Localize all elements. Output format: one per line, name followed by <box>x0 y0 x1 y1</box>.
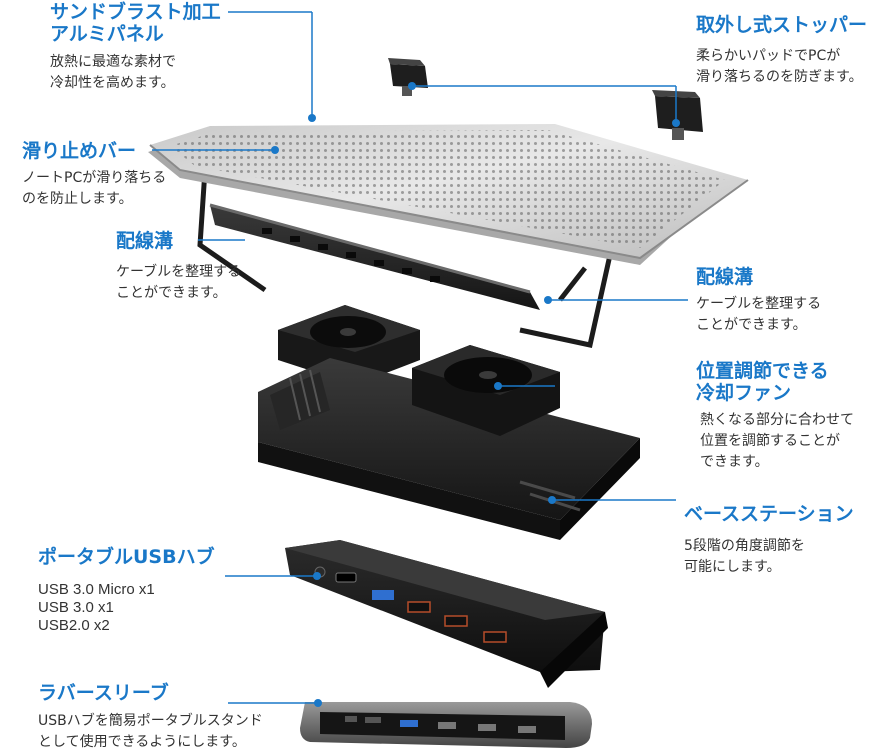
title-line: サンドブラスト加工 <box>50 1 221 23</box>
desc-line: 位置を調節することが <box>700 433 840 449</box>
desc-line: ケーブルを整理する <box>696 296 822 312</box>
fan-small <box>278 305 420 385</box>
stand-legs <box>197 169 613 348</box>
desc-line: USB2.0 x2 <box>38 617 110 634</box>
callout-rubber-sleeve-title: ラバースリーブ <box>38 682 169 704</box>
callout-rubber-sleeve-desc: USBハブを簡易ポータブルスタンド として使用できるようにします。 <box>38 711 263 753</box>
title-line: アルミパネル <box>50 23 164 45</box>
title-line: ラバースリーブ <box>38 682 169 704</box>
callout-usb-hub-title: ポータブルUSBハブ <box>38 546 215 568</box>
usb-hub <box>285 540 608 688</box>
fan-large <box>412 345 560 436</box>
callout-aluminum-panel-title: サンドブラスト加工 アルミパネル <box>50 1 221 45</box>
desc-line: ケーブルを整理する <box>116 264 242 280</box>
title-line: 取外し式ストッパー <box>696 14 868 36</box>
aluminum-panel <box>148 124 749 265</box>
callout-adjustable-fan-desc: 熱くなる部分に合わせて 位置を調節することが できます。 <box>700 410 854 473</box>
callout-stopper-desc: 柔らかいパッドでPCが 滑り落ちるのを防ぎます。 <box>696 46 863 88</box>
callout-cable-groove-left-title: 配線溝 <box>116 230 173 252</box>
desc-line: できます。 <box>700 454 769 470</box>
callout-base-station-title: ベースステーション <box>684 503 854 525</box>
title-line: 配線溝 <box>116 230 174 252</box>
title-line: 配線溝 <box>696 266 754 288</box>
callout-anti-slip-bar-title: 滑り止めバー <box>22 140 136 162</box>
callout-cable-groove-left-desc: ケーブルを整理する ことができます。 <box>116 262 241 304</box>
desc-line: ノートPCが滑り落ちる <box>22 170 167 186</box>
callout-usb-hub-desc: USB 3.0 Micro x1 USB 3.0 x1 USB2.0 x2 <box>38 581 155 635</box>
title-line: ベースステーション <box>684 503 854 525</box>
stopper-left <box>388 58 428 96</box>
leader-lines <box>152 11 688 707</box>
desc-line: 可能にします。 <box>684 559 781 575</box>
callout-cable-groove-right-desc: ケーブルを整理する ことができます。 <box>696 294 821 336</box>
rubber-sleeve <box>300 702 592 748</box>
desc-line: ことができます。 <box>696 317 807 333</box>
desc-line: のを防止します。 <box>22 191 133 207</box>
callout-stopper-title: 取外し式ストッパー <box>696 14 867 36</box>
desc-line: 冷却性を高めます。 <box>50 75 175 91</box>
stopper-right <box>652 90 703 140</box>
desc-line: USB 3.0 x1 <box>38 599 114 616</box>
desc-line: 熱くなる部分に合わせて <box>700 412 854 428</box>
anti-slip-bar <box>209 203 540 310</box>
desc-line: ことができます。 <box>116 285 227 301</box>
title-line: 冷却ファン <box>696 382 792 404</box>
desc-line: USBハブを簡易ポータブルスタンド <box>38 713 263 729</box>
title-line: 滑り止めバー <box>22 140 137 162</box>
desc-line: 滑り落ちるのを防ぎます。 <box>696 69 863 85</box>
title-line: ポータブルUSBハブ <box>38 546 215 568</box>
callout-cable-groove-right-title: 配線溝 <box>696 266 753 288</box>
desc-line: 放熱に最適な素材で <box>50 54 176 70</box>
callout-adjustable-fan-title: 位置調節できる 冷却ファン <box>696 360 829 404</box>
callout-anti-slip-bar-desc: ノートPCが滑り落ちる のを防止します。 <box>22 168 166 210</box>
title-line: 位置調節できる <box>696 360 829 382</box>
callout-aluminum-panel-desc: 放熱に最適な素材で 冷却性を高めます。 <box>50 52 176 94</box>
callout-base-station-desc: 5段階の角度調節を 可能にします。 <box>684 536 805 578</box>
desc-line: USB 3.0 Micro x1 <box>38 581 155 598</box>
base-station <box>258 358 640 540</box>
desc-line: として使用できるようにします。 <box>38 734 246 750</box>
desc-line: 5段階の角度調節を <box>684 538 805 554</box>
desc-line: 柔らかいパッドでPCが <box>696 48 841 64</box>
